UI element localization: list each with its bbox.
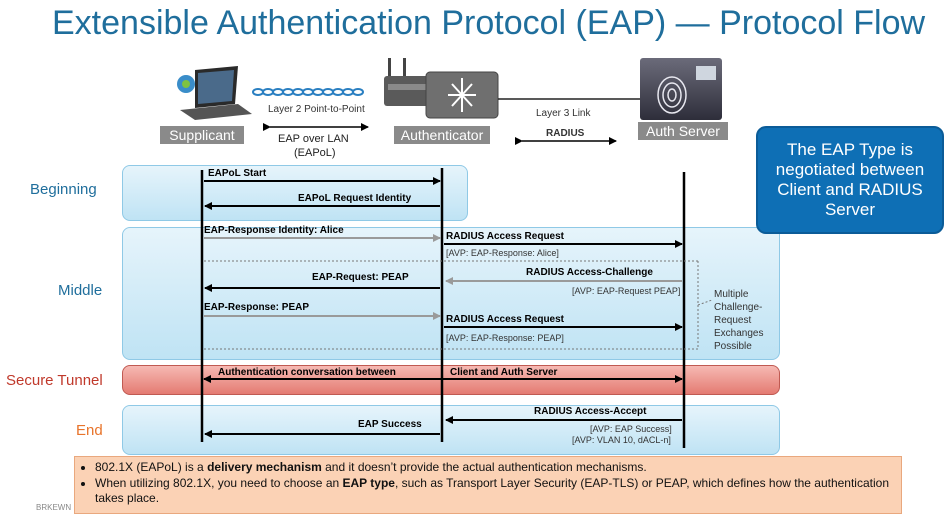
stage-label-end: End <box>76 422 103 439</box>
notes-box: 802.1X (EAPoL) is a delivery mechanism a… <box>74 456 902 514</box>
msg-eap-success: EAP Success <box>358 419 422 430</box>
authenticator-label: Authenticator <box>394 126 490 144</box>
switch-icon <box>384 58 499 119</box>
msg-eapol-start: EAPoL Start <box>208 168 267 179</box>
multiple-challenge-note: Multiple Challenge-Request Exchanges Pos… <box>714 289 764 352</box>
chain-link-icon <box>252 88 364 96</box>
page-title: Extensible Authentication Protocol (EAP)… <box>52 4 926 42</box>
eap-over-lan-label: EAP over LAN <box>278 133 349 145</box>
stage-label-beginning: Beginning <box>30 181 97 198</box>
stage-beginning-band <box>122 165 468 221</box>
layer2-label: Layer 2 Point-to-Point <box>268 104 365 115</box>
note-item-2: When utilizing 802.1X, you need to choos… <box>95 476 895 506</box>
eapol-label: (EAPoL) <box>294 147 336 159</box>
msg-radius-access-accept: RADIUS Access-Accept <box>534 406 647 417</box>
msg-avp-request-peap: [AVP: EAP-Request PEAP] <box>572 286 681 296</box>
msg-avp-eap-success: [AVP: EAP Success] <box>590 424 672 434</box>
msg-radius-access-request-2: RADIUS Access Request <box>446 314 565 325</box>
stage-end-band <box>122 405 780 455</box>
msg-radius-access-request-1: RADIUS Access Request <box>446 231 565 242</box>
laptop-icon <box>177 66 252 120</box>
msg-radius-access-challenge: RADIUS Access-Challenge <box>526 267 653 278</box>
msg-tunnel-left: Authentication conversation between <box>218 367 396 378</box>
auth-server-label: Auth Server <box>638 122 728 140</box>
eap-type-callout-text: The EAP Type is negotiated between Clien… <box>775 140 925 219</box>
radius-label: RADIUS <box>546 128 585 139</box>
msg-tunnel-right: Client and Auth Server <box>450 367 558 378</box>
msg-eap-response-identity: EAP-Response Identity: Alice <box>204 225 344 236</box>
eap-type-callout: The EAP Type is negotiated between Clien… <box>756 126 944 234</box>
server-fingerprint-icon <box>640 58 722 120</box>
msg-avp-response-peap: [AVP: EAP-Response: PEAP] <box>446 333 564 343</box>
footer-code: BRKEWN <box>36 503 72 512</box>
stage-middle-band <box>122 227 780 360</box>
stage-label-middle: Middle <box>58 282 103 299</box>
msg-avp-vlan: [AVP: VLAN 10, dACL-n] <box>572 435 671 445</box>
layer3-label: Layer 3 Link <box>536 108 591 119</box>
msg-eap-request-peap: EAP-Request: PEAP <box>312 272 409 283</box>
supplicant-label: Supplicant <box>160 126 244 144</box>
msg-avp-response-alice: [AVP: EAP-Response: Alice] <box>446 248 559 258</box>
msg-eapol-request-identity: EAPoL Request Identity <box>298 193 412 204</box>
msg-eap-response-peap: EAP-Response: PEAP <box>204 302 310 313</box>
note-item-1: 802.1X (EAPoL) is a delivery mechanism a… <box>95 460 895 475</box>
stage-label-secure-tunnel: Secure Tunnel <box>6 372 103 389</box>
